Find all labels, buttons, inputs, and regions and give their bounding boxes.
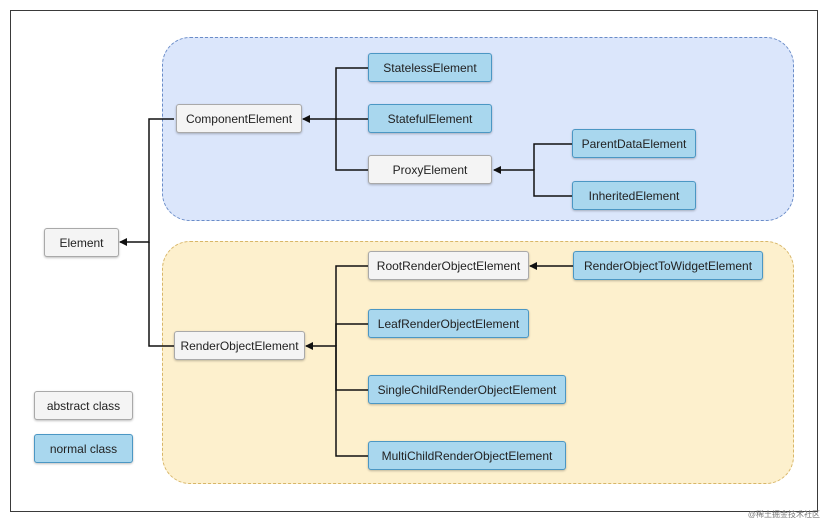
node-leaf-render-object-element: LeafRenderObjectElement (368, 309, 529, 338)
edge-inheritedelement-to-proxyelement (493, 166, 572, 197)
edge-renderobjectelement-to-element (148, 242, 174, 347)
node-single-child-render-object-element: SingleChildRenderObjectElement (368, 375, 566, 404)
edge-leafrenderobjectelement-to-renderobjectelement (335, 323, 368, 346)
node-element: Element (44, 228, 119, 257)
node-render-object-to-widget-element: RenderObjectToWidgetElement (573, 251, 763, 280)
node-multi-child-render-object-element: MultiChildRenderObjectElement (368, 441, 566, 470)
edge-parentdataelement-to-proxyelement (533, 143, 572, 170)
node-render-object-element: RenderObjectElement (174, 331, 305, 360)
edge-multichildrenderobjectelement-to-renderobjectelement (305, 342, 368, 457)
node-root-render-object-element: RootRenderObjectElement (368, 251, 529, 280)
edge-componentelement-to-element (119, 118, 174, 246)
edge-statelesselement-to-componentelement (335, 67, 368, 119)
node-proxy-element: ProxyElement (368, 155, 492, 184)
edge-singlechildrenderobjectelement-to-renderobjectelement (335, 346, 368, 391)
node-parent-data-element: ParentDataElement (572, 129, 696, 158)
node-stateless-element: StatelessElement (368, 53, 492, 82)
edge-rootrenderobjectelement-to-renderobjectelement (335, 265, 368, 346)
legend-abstract-class: abstract class (34, 391, 133, 420)
legend-normal-class: normal class (34, 434, 133, 463)
node-component-element: ComponentElement (176, 104, 302, 133)
node-inherited-element: InheritedElement (572, 181, 696, 210)
diagram-frame (10, 10, 818, 512)
edge-proxyelement-to-componentelement (335, 119, 368, 171)
watermark: @稀土掘金技术社区 (747, 510, 820, 519)
node-stateful-element: StatefulElement (368, 104, 492, 133)
